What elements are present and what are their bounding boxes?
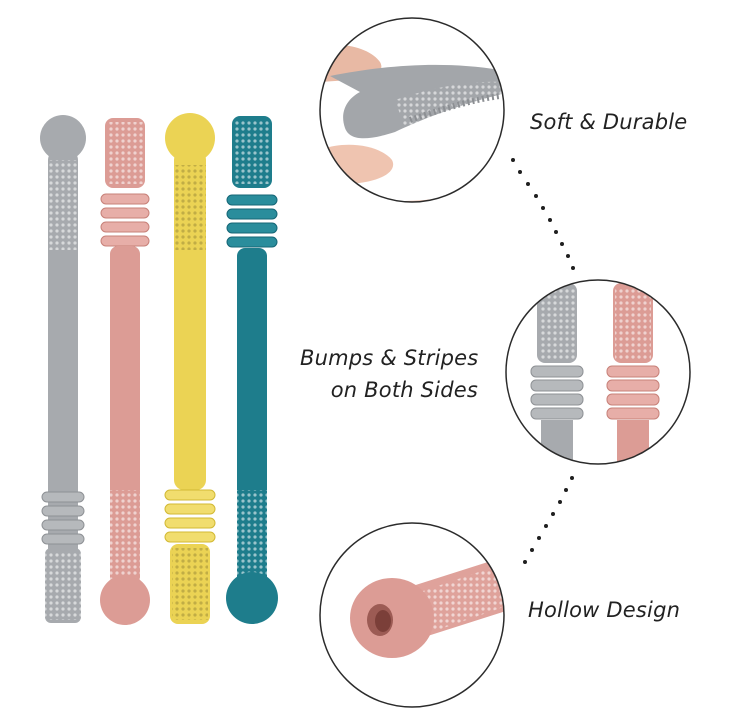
yellow-teether: [164, 113, 216, 624]
dotted-connector-top: [511, 158, 575, 270]
detail-circle-bumps: [505, 279, 691, 465]
gray-teether: [40, 115, 86, 623]
pink-teether: [100, 118, 150, 625]
dotted-connector-bottom: [523, 476, 574, 564]
teal-teether: [226, 116, 278, 624]
feature-label-line-2: on Both Sides: [330, 378, 478, 402]
feature-label-line-1: Bumps & Stripes: [300, 346, 479, 370]
detail-circle-hollow: [319, 522, 505, 708]
detail-circle-soft: [319, 17, 505, 203]
feature-label-hollow-design: Hollow Design: [528, 598, 681, 622]
feature-label-soft-durable: Soft & Durable: [530, 110, 688, 134]
feature-label-bumps-stripes: Bumps & Stripes on Both Sides: [300, 342, 478, 406]
